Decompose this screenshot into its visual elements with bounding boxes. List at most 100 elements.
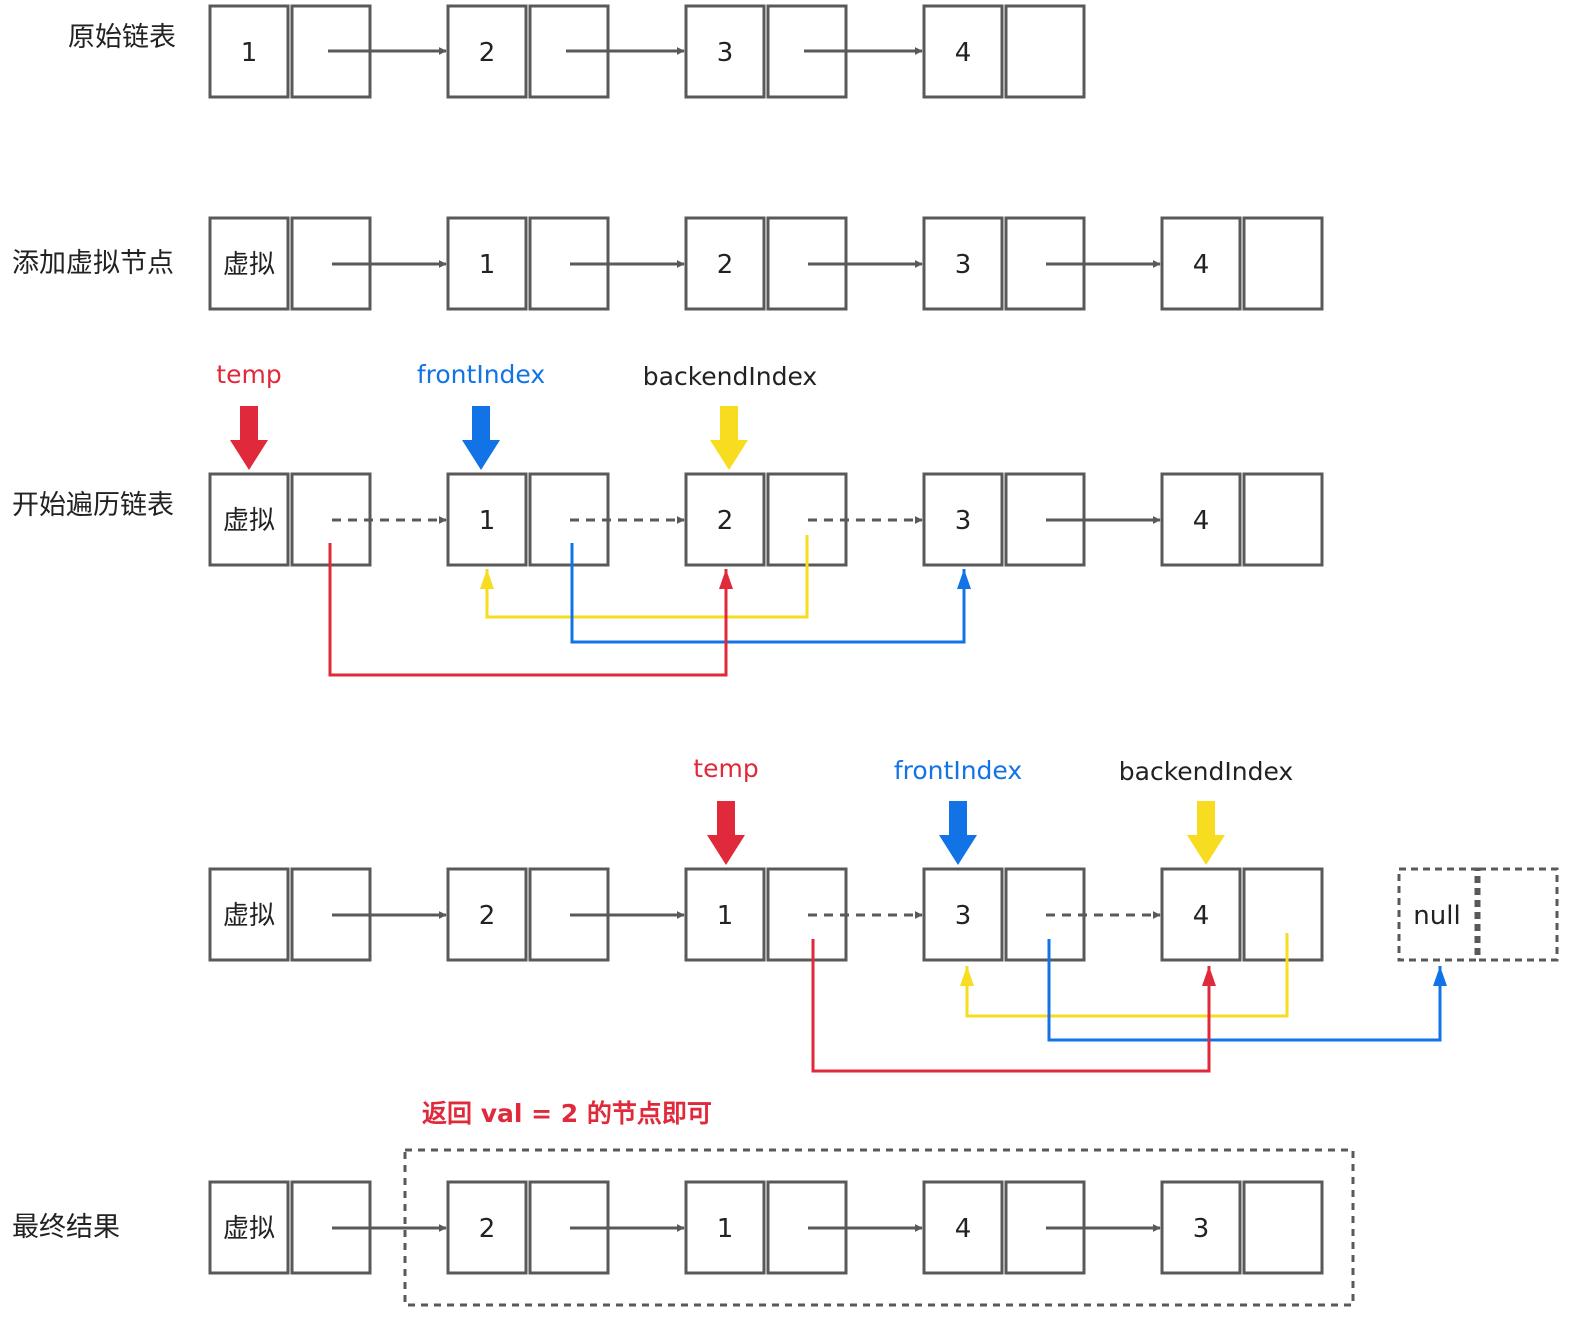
node-value-cell [1160,472,1242,567]
node-value-cell [684,867,766,962]
list-node: 1 [684,867,848,962]
back-reassign-arrowhead-icon [480,569,494,589]
node-next-cell [528,472,610,567]
null-node-value-cell [1397,867,1478,962]
node-next-cell [766,867,848,962]
node-value-cell [684,216,766,311]
node-value-cell [446,1180,528,1275]
node-value-label: 虚拟 [223,250,275,280]
node-value-cell [1160,216,1242,311]
pointer-label-front: frontIndex [894,756,1022,785]
node-value-label: 虚拟 [223,901,275,931]
node-next-cell [1242,1180,1324,1275]
node-value-label: 2 [479,1214,496,1244]
node-value-label: 1 [241,38,258,68]
node-value-label: 2 [479,38,496,68]
node-value-cell [922,1180,1004,1275]
node-value-label: 1 [479,506,496,536]
node-value-cell [446,472,528,567]
front-pointer-arrow-icon [939,801,977,865]
pointer-label-back: backendIndex [643,362,817,391]
node-next-cell [1242,472,1324,567]
list-node: 1 [446,472,610,567]
node-value-cell [1160,867,1242,962]
row-label-dummy: 添加虚拟节点 [12,248,174,279]
pointer-label-back: backendIndex [1119,757,1293,786]
node-value-label: 2 [717,506,734,536]
list-node: 2 [446,4,610,99]
list-node: 2 [684,472,848,567]
list-node: 3 [922,867,1086,962]
node-next-cell [1004,867,1086,962]
node-value-label: 4 [1193,250,1210,280]
list-node: 4 [1160,867,1324,962]
node-value-label: 3 [955,506,972,536]
front-reassign-arrowhead-icon [1433,966,1447,986]
node-value-cell [922,472,1004,567]
temp-reassign-line [811,939,1211,1073]
node-value-cell [446,216,528,311]
node-value-label: 3 [955,901,972,931]
list-node: 4 [922,4,1086,99]
result-note: 返回 val = 2 的节点即可 [422,1099,712,1128]
temp-reassign-arrowhead-icon [719,569,733,589]
back-pointer-arrow-icon [1187,801,1225,865]
pointer-label-temp: temp [693,754,758,783]
node-value-cell [208,4,290,99]
node-value-label: 虚拟 [223,1214,275,1244]
list-node: 1 [684,1180,848,1275]
node-value-label: 3 [717,38,734,68]
node-value-label: 1 [479,250,496,280]
node-value-cell [208,1180,290,1275]
node-next-cell [1242,867,1324,962]
row-label-traverse: 开始遍历链表 [12,490,174,521]
back-reassign-arrowhead-icon [960,966,974,986]
node-value-cell [208,472,290,567]
node-value-cell [922,867,1004,962]
pointer-label-front: frontIndex [417,360,545,389]
back-pointer-arrow-icon [710,406,748,470]
node-next-cell [1242,216,1324,311]
node-value-cell [446,4,528,99]
node-value-label: 1 [717,1214,734,1244]
node-value-label: 4 [1193,901,1210,931]
node-value-label: 3 [955,250,972,280]
temp-reassign-line [328,543,728,677]
node-value-cell [922,216,1004,311]
node-value-label: 1 [717,901,734,931]
temp-pointer-arrow-icon [230,406,268,470]
null-node-next-cell [1477,867,1559,962]
list-node: 4 [1160,216,1324,311]
node-value-label: 4 [955,38,972,68]
front-pointer-arrow-icon [462,406,500,470]
node-value-cell [684,4,766,99]
node-next-cell [1004,4,1086,99]
node-value-label: 2 [479,901,496,931]
pointer-label-temp: temp [216,360,281,389]
node-value-label: 3 [1193,1214,1210,1244]
temp-pointer-arrow-icon [707,801,745,865]
node-value-label: 虚拟 [223,506,275,536]
node-value-cell [684,472,766,567]
list-node: 虚拟 [208,472,372,567]
back-reassign-line [965,933,1289,1018]
temp-reassign-arrowhead-icon [1202,966,1216,986]
node-value-cell [922,4,1004,99]
row-label-result: 最终结果 [12,1212,120,1243]
node-value-cell [208,867,290,962]
list-node: 3 [1160,1180,1324,1275]
node-value-label: 4 [1193,506,1210,536]
node-value-label: 4 [955,1214,972,1244]
node-value-cell [684,1180,766,1275]
result-group-box [403,1148,1355,1307]
node-value-cell [446,867,528,962]
node-value-cell [208,216,290,311]
node-value-label: 2 [717,250,734,280]
node-value-cell [1160,1180,1242,1275]
front-reassign-line [570,543,966,644]
back-reassign-line [485,535,809,619]
front-reassign-line [1047,939,1442,1042]
null-node: null [1397,867,1559,962]
